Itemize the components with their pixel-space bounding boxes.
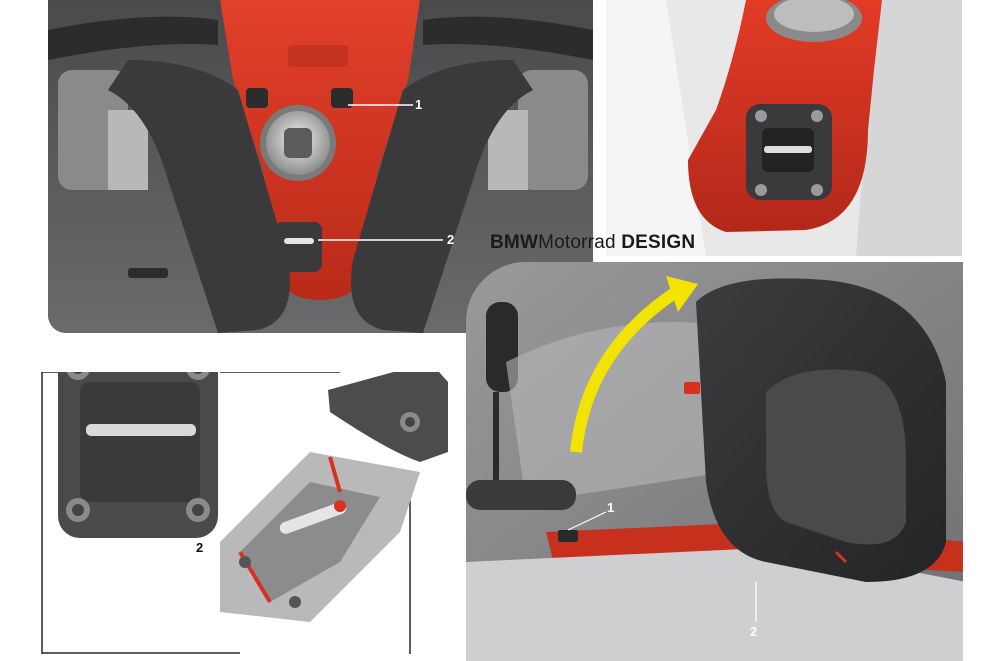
tank-mount-closeup-panel [606,0,962,256]
top-case-installation-panel: 1 2 [466,262,963,661]
callout-number-2: 2 [750,624,758,639]
callout-number-2: 2 [447,232,455,247]
bmw-motorrad-design-wordmark: BMWMotorrad DESIGN [490,232,695,254]
mount-components-panel: 1 2 [40,372,448,654]
brand-bmw: BMW [490,232,539,253]
motorcycle-tank-illustration [48,0,593,333]
callout-number-1: 1 [415,97,423,112]
motorcycle-tank-view-panel: 1 2 [48,0,593,333]
callout-number-2: 2 [196,540,204,555]
tank-mount-closeup-illustration [606,0,962,256]
mount-components-illustration [41,372,448,654]
brand-design: DESIGN [615,232,696,253]
top-case-installation-illustration [466,262,963,661]
brand-motorrad: Motorrad [538,232,616,253]
callout-number-1: 1 [607,500,615,515]
